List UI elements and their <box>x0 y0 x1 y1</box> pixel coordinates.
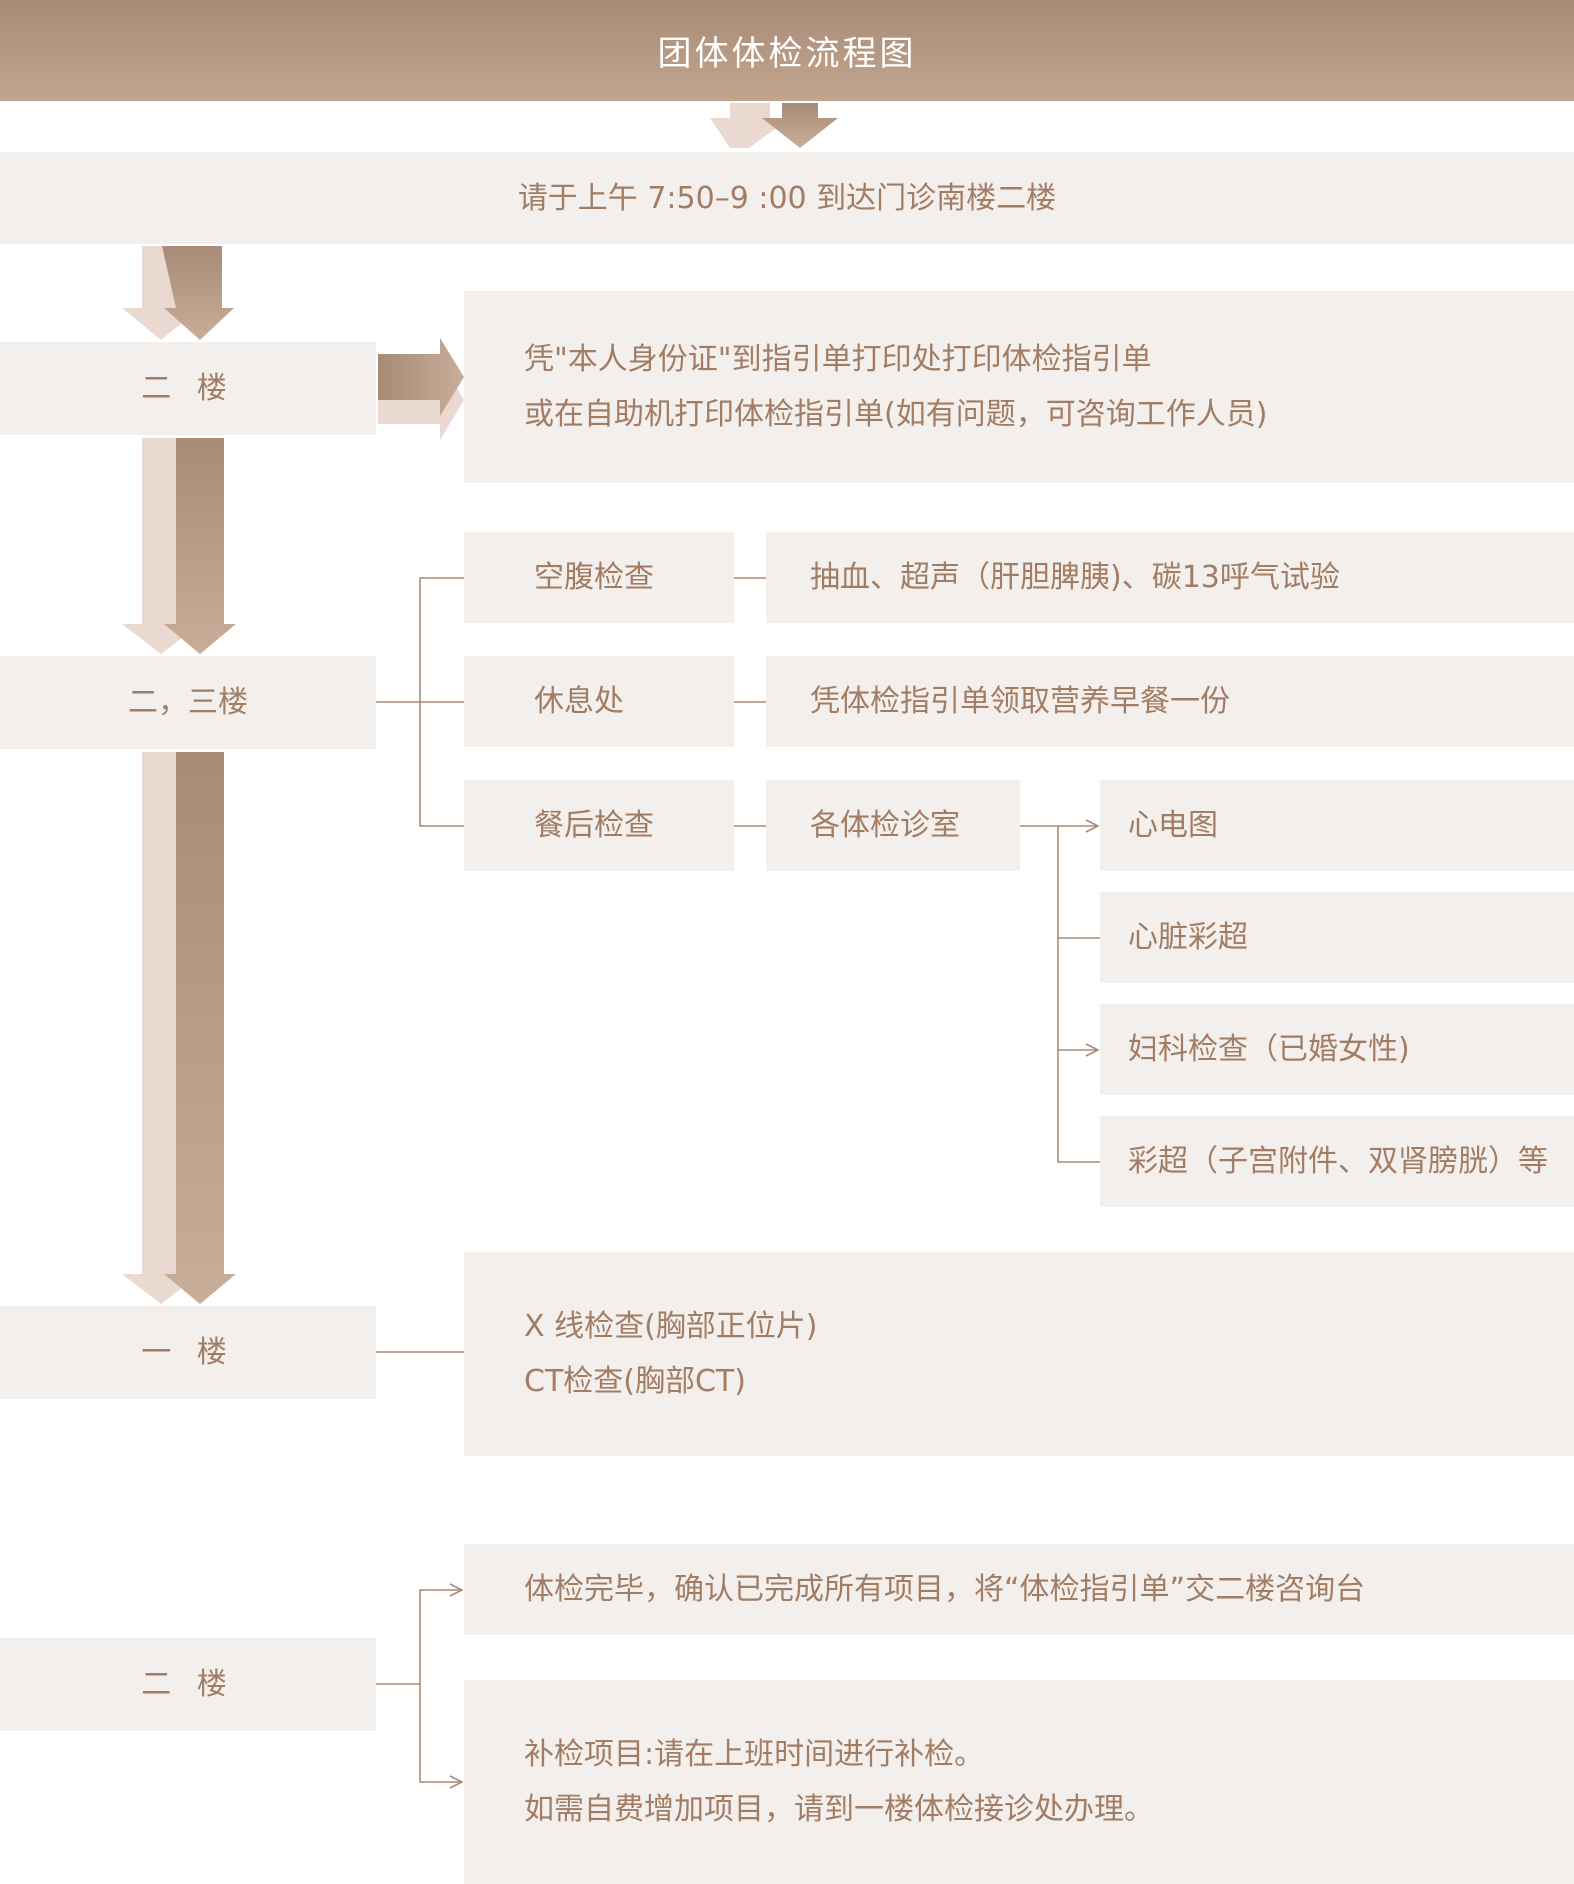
station-fasting-detail-box: 抽血、超声（肝胆脾胰)、碳13呼气试验 <box>766 532 1574 623</box>
floor-2-bottom-label: 二 楼 <box>141 1667 235 1702</box>
exam-room-ecg: 心电图 <box>1128 808 1218 843</box>
station-rest-label: 休息处 <box>534 684 624 719</box>
header-down-arrow-icon <box>710 103 838 148</box>
station-after-meal-label: 餐后检查 <box>534 808 654 843</box>
right-arrow-to-print-icon <box>378 338 464 440</box>
station-after-meal-box: 餐后检查 <box>464 780 734 871</box>
floor-1-box: 一 楼 <box>0 1306 376 1399</box>
floor-2-3-box: 二，三楼 <box>0 656 376 749</box>
finish-done-box: 体检完毕，确认已完成所有项目，将“体检指引单”交二楼咨询台 <box>464 1544 1574 1635</box>
station-rest-box: 休息处 <box>464 656 734 747</box>
station-rest-detail: 凭体检指引单领取营养早餐一份 <box>810 684 1230 719</box>
station-rest-detail-box: 凭体检指引单领取营养早餐一份 <box>766 656 1574 747</box>
floor-2-top-box: 二 楼 <box>0 342 376 435</box>
finish-makeup-box: 补检项目:请在上班时间进行补检。 如需自费增加项目，请到一楼体检接诊处办理。 <box>464 1680 1574 1884</box>
print-guide-line-1: 凭"本人身份证"到指引单打印处打印体检指引单 <box>524 342 1152 377</box>
floor-2-top-label: 二 楼 <box>141 371 235 406</box>
down-arrow-to-floor-2-3-icon <box>122 438 236 654</box>
station-fasting-detail: 抽血、超声（肝胆脾胰)、碳13呼气试验 <box>810 560 1340 595</box>
exam-room-echo: 心脏彩超 <box>1128 920 1248 955</box>
down-arrow-to-floor-1-icon <box>122 752 236 1304</box>
page-title: 团体体检流程图 <box>0 0 1574 101</box>
xray-line-2: CT检查(胸部CT) <box>524 1364 746 1399</box>
station-exam-rooms-label: 各体检诊室 <box>810 808 960 843</box>
finish-makeup-line-1: 补检项目:请在上班时间进行补检。 <box>524 1737 985 1772</box>
exam-room-gyn-box: 妇科检查（已婚女性) <box>1100 1004 1574 1095</box>
print-guide-line-2: 或在自助机打印体检指引单(如有问题，可咨询工作人员) <box>524 397 1268 432</box>
finish-done-text: 体检完毕，确认已完成所有项目，将“体检指引单”交二楼咨询台 <box>524 1572 1366 1607</box>
station-fasting-box: 空腹检查 <box>464 532 734 623</box>
connector-lines <box>376 577 1100 1782</box>
exam-room-echo-box: 心脏彩超 <box>1100 892 1574 983</box>
xray-line-1: X 线检查(胸部正位片) <box>524 1309 818 1344</box>
floor-1-label: 一 楼 <box>141 1335 235 1370</box>
station-fasting-label: 空腹检查 <box>534 560 654 595</box>
station-exam-rooms-box: 各体检诊室 <box>766 780 1020 871</box>
floor-2-bottom-box: 二 楼 <box>0 1638 376 1731</box>
floor-2-3-label: 二，三楼 <box>128 685 248 720</box>
arrival-instruction-text: 请于上午 7:50–9 :00 到达门诊南楼二楼 <box>517 180 1057 216</box>
exam-room-gyn: 妇科检查（已婚女性) <box>1128 1032 1410 1067</box>
down-arrow-to-floor-2-icon <box>122 246 234 340</box>
xray-box: X 线检查(胸部正位片) CT检查(胸部CT) <box>464 1252 1574 1456</box>
print-guide-box: 凭"本人身份证"到指引单打印处打印体检指引单 或在自助机打印体检指引单(如有问题… <box>464 291 1574 483</box>
exam-room-ultrasound: 彩超（子宫附件、双肾膀胱）等 <box>1128 1144 1548 1179</box>
finish-makeup-line-2: 如需自费增加项目，请到一楼体检接诊处办理。 <box>524 1792 1154 1827</box>
arrival-instruction-box: 请于上午 7:50–9 :00 到达门诊南楼二楼 <box>0 152 1574 244</box>
exam-room-ecg-box: 心电图 <box>1100 780 1574 871</box>
exam-room-ultrasound-box: 彩超（子宫附件、双肾膀胱）等 <box>1100 1116 1574 1207</box>
